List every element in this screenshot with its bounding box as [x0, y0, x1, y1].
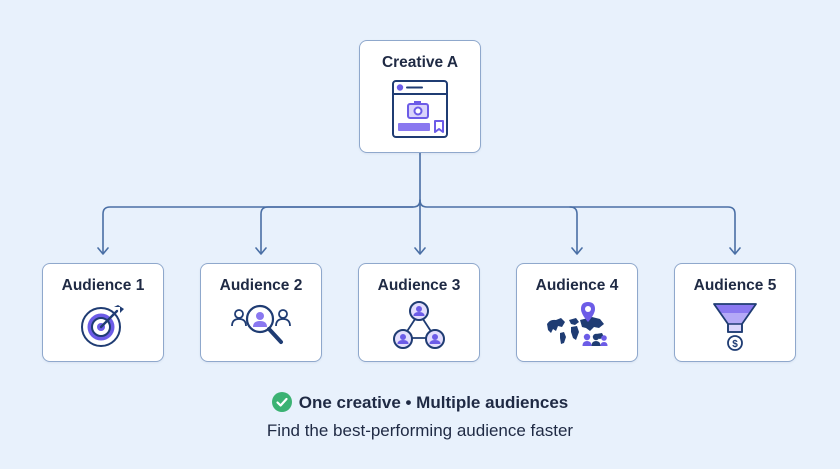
audience-5-label: Audience 5 — [693, 277, 777, 294]
tagline-text: One creative • Multiple audiences — [298, 393, 569, 412]
checkmark-icon — [271, 392, 292, 412]
audience-2-label: Audience 2 — [219, 277, 303, 294]
audience-1-label: Audience 1 — [61, 277, 145, 294]
audience-3-card[interactable]: Audience 3 — [358, 263, 480, 362]
audience-1-card[interactable]: Audience 1 — [42, 263, 164, 362]
audience-2-card[interactable]: Audience 2 — [200, 263, 322, 362]
world-map-pin-icon — [547, 302, 608, 346]
svg-text:$: $ — [732, 339, 738, 350]
audience-3-label: Audience 3 — [377, 277, 461, 294]
audience-4-card[interactable]: Audience 4 — [516, 263, 638, 362]
audience-search-icon — [231, 304, 291, 344]
network-icon — [393, 301, 445, 349]
audience-5-card[interactable]: Audience 5 $ — [674, 263, 796, 362]
audience-4-label: Audience 4 — [535, 277, 619, 294]
ad-creative-icon — [392, 80, 448, 138]
creative-title: Creative A — [381, 54, 459, 71]
creative-a-card[interactable]: Creative A — [359, 40, 481, 153]
subline-text: Find the best-performing audience faster — [266, 421, 574, 440]
funnel-dollar-icon: $ — [713, 303, 757, 351]
target-icon — [81, 305, 124, 347]
tagline: One creative • Multiple audiences — [0, 392, 840, 413]
